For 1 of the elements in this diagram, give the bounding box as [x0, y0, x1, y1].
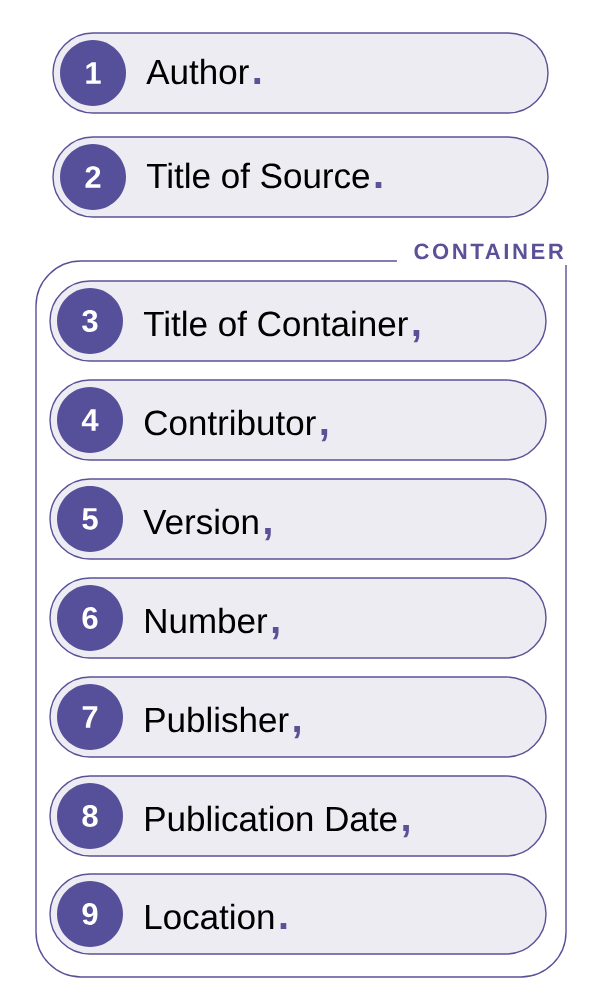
container-label: CONTAINER	[414, 243, 564, 260]
